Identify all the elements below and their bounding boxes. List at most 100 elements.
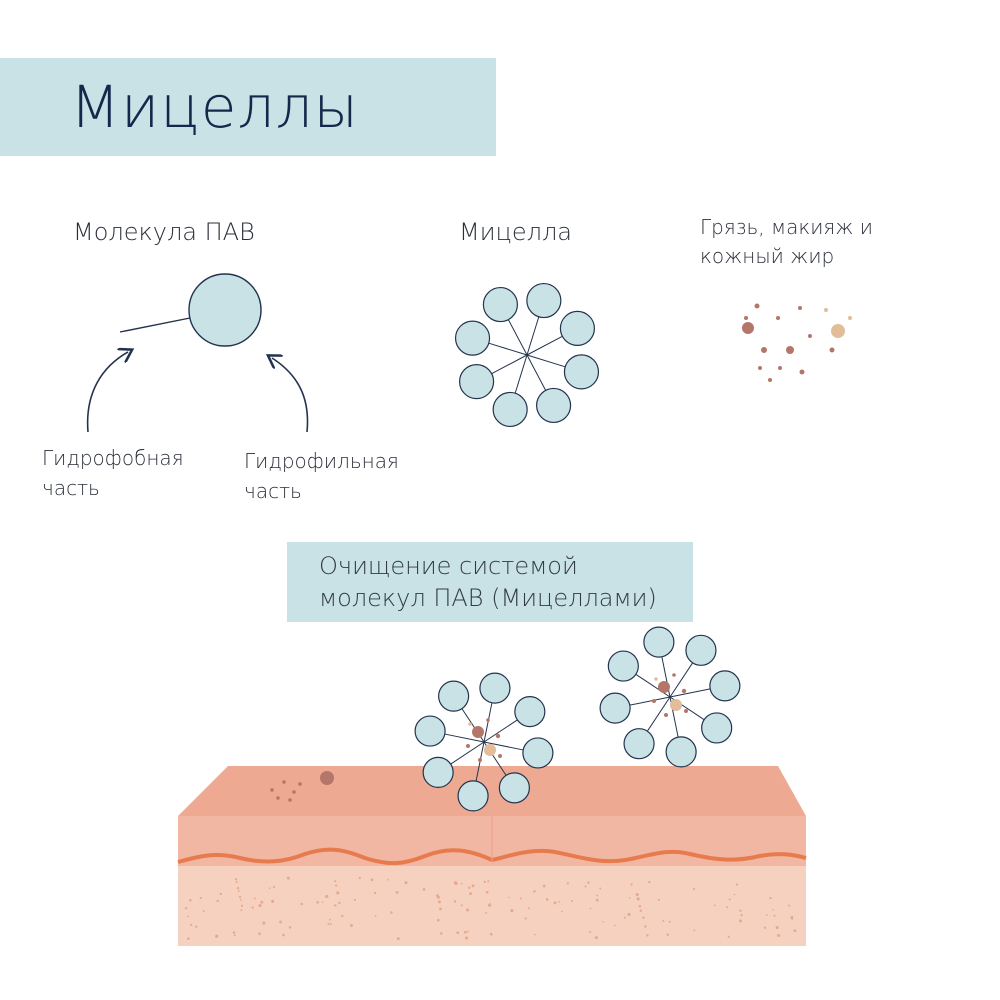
dirt-particle — [744, 316, 748, 320]
micelle-tail — [483, 719, 518, 743]
molecule-label: Молекула ПАВ — [73, 218, 255, 246]
micelle-on-skin — [414, 672, 554, 812]
micelle-head — [479, 672, 511, 704]
micelle-head — [607, 650, 639, 682]
captured-dirt — [495, 733, 501, 739]
skin-dot — [566, 882, 570, 885]
skin-dot — [186, 937, 190, 940]
skin-texture — [184, 876, 797, 941]
skin-dot — [483, 880, 486, 884]
skin-dot — [328, 918, 331, 921]
hydrophilic-arrow — [272, 358, 309, 433]
skin-dot — [627, 912, 631, 917]
skin-dot — [258, 932, 261, 936]
skin-dot — [510, 909, 514, 913]
skin-dot — [262, 921, 266, 925]
dirt-particle — [742, 322, 754, 334]
captured-dirt — [472, 726, 484, 738]
dirt-particle — [778, 366, 782, 370]
micelle-tail — [629, 696, 671, 706]
dirt-label-line1: Грязь, макияж и — [700, 215, 873, 239]
skin-dot — [648, 881, 651, 884]
skin-dot — [254, 897, 256, 900]
captured-dirt — [484, 744, 496, 756]
skin-dot — [282, 933, 285, 937]
surfactant-molecule — [119, 273, 262, 347]
skin-dot — [489, 932, 493, 936]
skin-dot — [271, 899, 275, 903]
micelle-head — [422, 756, 454, 788]
skin-dot — [595, 898, 599, 902]
skin-dot — [327, 922, 330, 925]
skin-dot — [519, 897, 522, 900]
micelle-head — [643, 626, 675, 658]
skin-dot — [594, 936, 598, 940]
skin-dot — [404, 881, 408, 885]
skin-dot — [219, 892, 222, 896]
hydrophobic-tail — [119, 317, 191, 333]
skin-dot — [553, 901, 557, 905]
skin-dot — [202, 910, 205, 913]
skin-dot — [769, 896, 772, 900]
skin-dot — [286, 876, 290, 880]
skin-dot — [300, 902, 303, 906]
micelle-tail — [526, 335, 563, 356]
dirt-particle — [786, 346, 794, 354]
skin-dot — [234, 878, 238, 881]
skin-dot — [236, 886, 240, 890]
skin-dot — [438, 900, 441, 904]
dirt-particle — [798, 306, 802, 310]
skin-dot — [630, 883, 633, 886]
skin-dot — [542, 884, 546, 888]
captured-dirt — [652, 699, 656, 703]
skin-dot — [738, 919, 742, 923]
skin-dot — [635, 892, 639, 897]
skin-dot — [662, 920, 665, 922]
skin-dot — [693, 887, 696, 891]
dirt-particle — [848, 316, 852, 320]
title-banner: Мицеллы — [0, 58, 496, 156]
micelle-tail — [526, 354, 547, 391]
skin-dot — [336, 891, 340, 895]
captured-dirt — [664, 713, 668, 717]
skin-dot — [788, 904, 791, 907]
captured-dirt — [672, 673, 676, 677]
skin-dot — [488, 904, 492, 907]
skin-dot — [545, 898, 549, 901]
skin-dot — [693, 929, 696, 932]
cleansing-title-line2: молекул ПАВ (Мицеллами) — [319, 584, 657, 612]
dirt-particle — [758, 366, 762, 370]
skin-dot — [589, 930, 592, 933]
skin-dot — [215, 934, 219, 938]
captured-dirt — [658, 681, 670, 693]
micelle-tail — [450, 741, 485, 765]
micelle-tail — [444, 733, 485, 743]
skin-dirt-large — [320, 771, 334, 785]
micelle-head — [492, 391, 528, 428]
skin-dot — [485, 911, 488, 914]
skin-dot — [316, 901, 320, 904]
skin-dot — [727, 935, 730, 938]
dirt-particles — [742, 303, 852, 382]
skin-dot — [456, 931, 460, 935]
captured-dirt — [466, 744, 470, 748]
micelle-head — [514, 696, 546, 728]
micelle-head — [563, 354, 600, 390]
skin-dot — [453, 881, 458, 885]
skin-dot — [288, 926, 292, 929]
skin-dot — [321, 901, 324, 904]
skin-dot — [587, 881, 590, 884]
skin-dot — [763, 926, 767, 929]
captured-dirt — [498, 754, 502, 758]
micelle-tail — [507, 319, 528, 356]
micelle-head — [685, 634, 717, 666]
dirt-particle — [808, 334, 812, 338]
skin-dot — [341, 914, 344, 918]
dirt-particle — [799, 369, 805, 375]
micelle-head — [701, 712, 733, 744]
skin-dot — [195, 925, 198, 928]
skin-dot — [791, 917, 794, 920]
micelle-tail — [483, 741, 524, 751]
skin-dot — [471, 884, 475, 888]
